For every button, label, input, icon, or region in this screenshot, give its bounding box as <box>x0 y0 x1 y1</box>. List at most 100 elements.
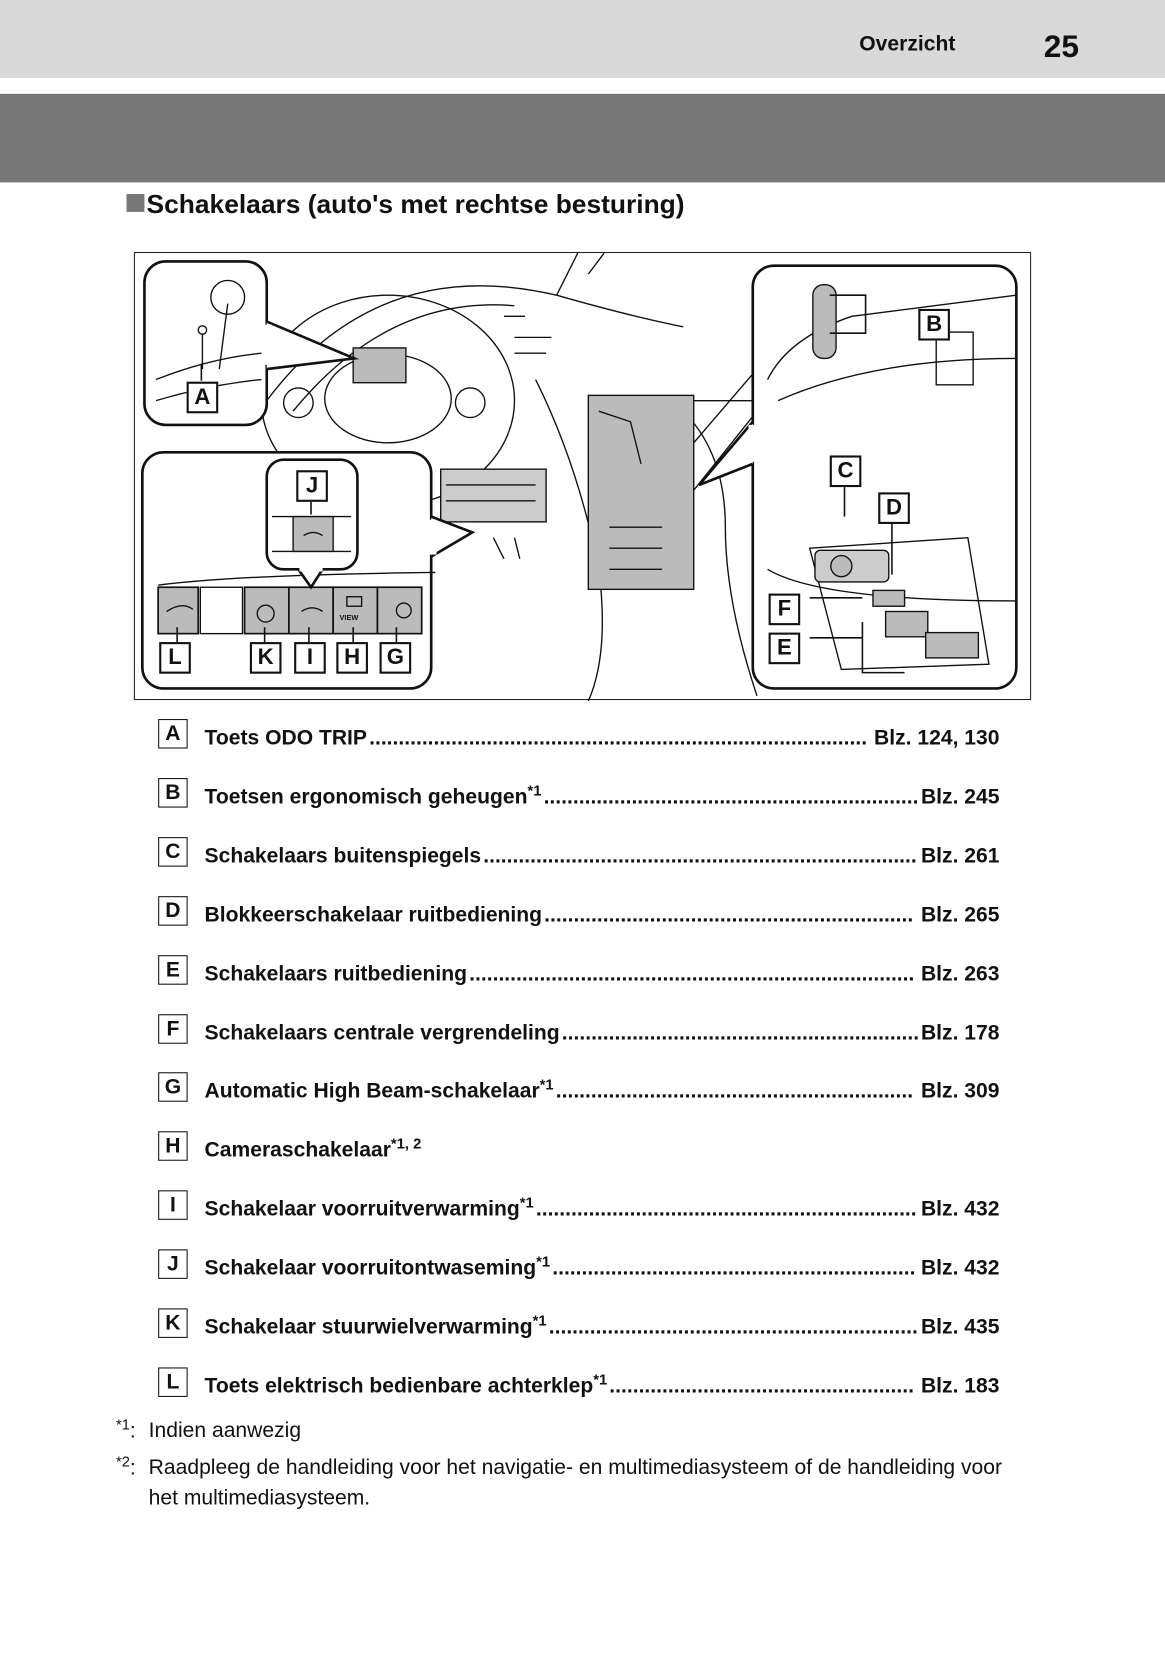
item-page-ref[interactable]: Blz. 178 <box>920 1021 1000 1045</box>
footnote-2: *2:Raadpleeg de handleiding voor het nav… <box>115 1452 1012 1510</box>
item-key: A <box>158 719 188 749</box>
dashboard-illustration <box>141 253 1018 702</box>
item-key: H <box>158 1131 188 1162</box>
callout-label-f: F <box>768 593 801 626</box>
item-text: Automatic High Beam-schakelaar*1 <box>204 1076 554 1104</box>
item-key: C <box>158 836 188 867</box>
item-key: K <box>158 1308 188 1338</box>
item-page-ref[interactable]: Blz. 261 <box>920 844 1000 868</box>
leader-dots: ........................................… <box>552 1256 916 1281</box>
item-page-ref[interactable]: Blz. 265 <box>920 903 1000 927</box>
switches-diagram: A B C D E F G H I J K L VIEW <box>133 251 1032 702</box>
item-page-ref[interactable]: Blz. 183 <box>920 1374 1000 1398</box>
item-key: F <box>158 1013 188 1044</box>
list-item: H Cameraschakelaar*1, 2 <box>158 1131 999 1164</box>
leader-dots: ........................................… <box>543 785 919 809</box>
section-title: Overzicht <box>859 32 956 56</box>
item-page-ref[interactable]: Blz. 432 <box>920 1256 1000 1281</box>
item-text: Cameraschakelaar*1, 2 <box>204 1135 422 1163</box>
item-label: Schakelaars buitenspiegels <box>204 844 482 868</box>
callout-label-j: J <box>296 470 328 502</box>
square-bullet-icon <box>126 193 145 212</box>
leader-dots: ........................................… <box>469 962 915 986</box>
item-label: Schakelaar voorruitontwaseming <box>204 1256 537 1281</box>
item-key: E <box>158 954 188 985</box>
footnote-mark: *2 <box>115 1452 130 1470</box>
item-key: G <box>158 1072 188 1103</box>
footnote-mark: *1 <box>115 1415 130 1433</box>
defog-icon <box>303 531 323 537</box>
item-note: *1 <box>527 781 542 799</box>
list-item: F Schakelaars centrale vergrendeling.....… <box>158 1013 1000 1046</box>
page-header: Overzicht 25 <box>0 0 1165 79</box>
leader-dots: ........................................… <box>555 1080 914 1104</box>
callout-label-c: C <box>829 455 862 488</box>
camera-icon <box>346 596 363 607</box>
footnote-text: Indien aanwezig <box>148 1419 302 1443</box>
item-label: Toets ODO TRIP <box>204 726 367 750</box>
list-item: K Schakelaar stuurwielverwarming*1.......… <box>158 1308 999 1340</box>
item-page-ref[interactable]: Blz. 435 <box>920 1315 1000 1339</box>
page-number: 25 <box>1043 29 1079 65</box>
item-text: Schakelaars ruitbediening <box>205 961 468 986</box>
item-page-ref[interactable]: Blz. 263 <box>920 962 1000 986</box>
item-key: B <box>158 777 188 808</box>
item-key: J <box>158 1249 188 1279</box>
item-page-ref[interactable]: Blz. 309 <box>920 1080 1000 1104</box>
item-note: *1, 2 <box>390 1135 422 1152</box>
callout-label-g: G <box>379 642 412 674</box>
callout-label-a: A <box>186 381 219 414</box>
item-text: Schakelaar stuurwielverwarming*1 <box>204 1311 547 1340</box>
windshield-heat-icon <box>301 607 324 613</box>
item-label: Cameraschakelaar <box>204 1138 391 1163</box>
callout-label-h: H <box>336 642 368 674</box>
list-item: B Toetsen ergonomisch geheugen*1.........… <box>158 777 1000 810</box>
auto-high-beam-icon <box>395 602 412 619</box>
leader-dots: ........................................… <box>369 726 868 750</box>
item-note: *1 <box>536 1252 551 1270</box>
item-key: I <box>158 1190 188 1221</box>
tailgate-icon <box>166 605 194 613</box>
item-label: Schakelaars ruitbediening <box>204 962 468 986</box>
item-page-ref[interactable]: Blz. 432 <box>920 1197 1000 1222</box>
footnote-1: *1:Indien aanwezig <box>116 1416 1012 1444</box>
leader-dots: ........................................… <box>609 1374 914 1398</box>
callout-label-l: L <box>159 642 191 674</box>
list-item: J Schakelaar voorruitontwaseming*1.......… <box>158 1249 999 1281</box>
item-note: *1 <box>593 1370 608 1388</box>
item-label: Toetsen ergonomisch geheugen <box>204 785 528 809</box>
item-text: Toets ODO TRIP <box>205 725 367 750</box>
item-page-ref[interactable]: Blz. 124, 130 <box>874 726 1000 750</box>
leader-dots: ........................................… <box>561 1021 919 1045</box>
item-note: *1 <box>532 1311 547 1329</box>
callout-label-b: B <box>918 308 950 341</box>
leader-dots: ........................................… <box>548 1315 918 1339</box>
section-heading: Schakelaars (auto's met rechtse besturin… <box>126 189 685 221</box>
item-text: Schakelaar voorruitontwaseming*1 <box>204 1252 551 1281</box>
item-label: Automatic High Beam-schakelaar <box>204 1080 540 1104</box>
callout-label-i: I <box>294 642 326 674</box>
item-key: D <box>158 895 188 926</box>
item-text: Schakelaar voorruitverwarming*1 <box>204 1195 534 1222</box>
item-text: Toets elektrisch bedienbare achterklep*1 <box>204 1370 608 1399</box>
list-item: G Automatic High Beam-schakelaar*1.......… <box>158 1072 1000 1105</box>
section-heading-text: Schakelaars (auto's met rechtse besturin… <box>146 189 685 220</box>
callout-label-d: D <box>878 492 910 524</box>
item-label: Schakelaar stuurwielverwarming <box>204 1315 533 1339</box>
item-label: Toets elektrisch bedienbare achterklep <box>204 1374 594 1398</box>
item-page-ref[interactable]: Blz. 245 <box>920 785 1000 809</box>
item-note: *1 <box>539 1076 554 1094</box>
item-label: Schakelaar voorruitverwarming <box>204 1197 520 1222</box>
item-text: Schakelaars centrale vergrendeling <box>205 1020 560 1045</box>
leader-dots: ........................................… <box>544 903 914 927</box>
steering-heat-icon <box>256 604 275 623</box>
view-button-text: VIEW <box>339 614 359 623</box>
list-item: E Schakelaars ruitbediening..............… <box>158 954 1000 987</box>
item-label: Schakelaars centrale vergrendeling <box>204 1021 560 1045</box>
callout-label-e: E <box>768 632 801 665</box>
